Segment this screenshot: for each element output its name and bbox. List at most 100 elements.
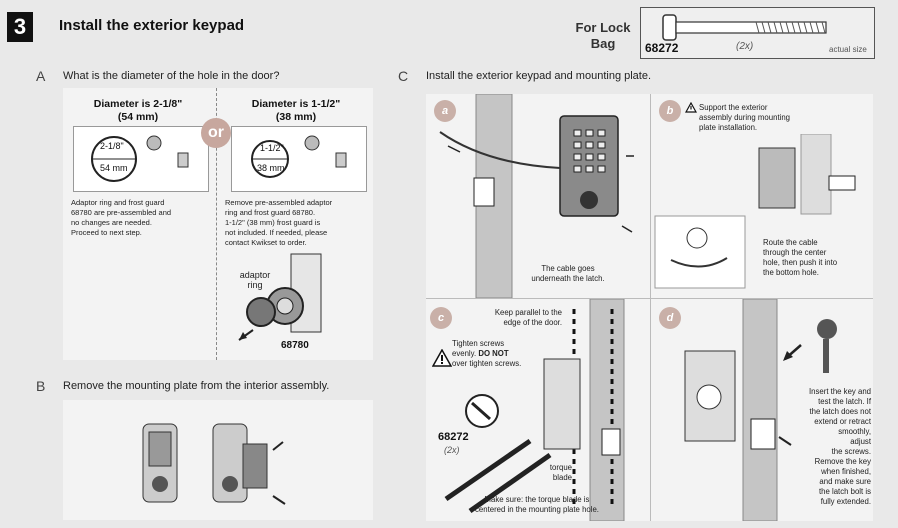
right-heading: Diameter is 1-1/2" (38 mm) <box>221 98 371 124</box>
step-d-line: fully extended. <box>820 497 871 506</box>
tighten-line-1: Tighten screws <box>452 339 505 348</box>
right-note: Remove pre-assembled adaptor ring and fr… <box>225 198 371 248</box>
section-a-letter: A <box>36 68 46 84</box>
right-heading-line-2: (38 mm) <box>275 111 317 123</box>
left-note-line-3: no changes are needed. <box>71 218 152 227</box>
step-b-route-line-2: through the center <box>763 248 827 257</box>
step-c-quantity: (2x) <box>444 445 460 455</box>
step-b-route-line-3: hole, then push it into <box>763 258 838 267</box>
right-dim-mm: 38 mm <box>257 163 285 173</box>
step-d-line: extend or retract <box>814 417 871 426</box>
tighten-line-3: over tighten screws. <box>452 359 522 368</box>
tighten-line-2-text: evenly. <box>452 349 477 358</box>
step-c-tighten-note: Tighten screws evenly. DO NOT over tight… <box>452 339 552 369</box>
adaptor-label-line-2: ring <box>247 280 263 290</box>
step-d-instructions: Insert the key and test the latch. If th… <box>771 387 871 507</box>
key-test-illustration <box>684 299 837 521</box>
step-c-b-panel: b Support the exterior assembly during m… <box>651 94 873 299</box>
step-a-caption: The cable goes underneath the latch. <box>518 264 618 284</box>
door-hole-icon <box>91 135 189 182</box>
step-number: 3 <box>7 12 33 42</box>
step-c-a-panel: a The cable goes underneath the latch. <box>426 94 651 299</box>
section-b-instruction: Remove the mounting plate from the inter… <box>63 380 330 392</box>
warning-icon <box>685 102 697 113</box>
left-note-line-1: Adaptor ring and frost guard <box>71 198 165 207</box>
mounting-plate-route-illustration <box>654 134 856 289</box>
right-door-hole-illustration: 1-1/2" 38 mm <box>231 126 367 192</box>
step-c-part-number: 68272 <box>438 431 469 443</box>
step-b-warning-line-2: assembly during mounting <box>699 113 791 122</box>
step-a-badge: a <box>434 100 456 122</box>
make-sure-line-1: Make sure: the torque blade is <box>484 495 590 504</box>
step-b-badge: b <box>659 100 681 122</box>
step-b-route-line-4: the bottom hole. <box>763 268 819 277</box>
step-b-warning: Support the exterior assembly during mou… <box>699 103 790 133</box>
adaptor-ring-illustration <box>238 253 322 341</box>
step-b-route-line-1: Route the cable <box>763 238 818 247</box>
step-d-line: smoothly, <box>838 427 871 436</box>
make-sure-line-2: centered in the mounting plate hole. <box>475 505 599 514</box>
lock-bag-line-2: Bag <box>590 36 616 51</box>
warning-icon <box>432 349 452 367</box>
left-note-line-2: 68780 are pre-assembled and <box>71 208 172 217</box>
right-note-line-3: 1-1/2" (38 mm) frost guard is <box>225 218 321 227</box>
panel-divider <box>216 88 218 360</box>
step-d-line: and make sure <box>819 477 871 486</box>
step-c-c-panel: c Keep parallel to the edge of the door.… <box>426 299 651 521</box>
tighten-line-2: evenly. DO NOT <box>452 349 552 359</box>
step-d-line: when finished, <box>821 467 871 476</box>
left-dim-mm: 54 mm <box>100 163 128 173</box>
right-note-line-2: ring and frost guard 68780. <box>225 208 316 217</box>
page-title: Install the exterior keypad <box>59 17 245 34</box>
section-b-panel <box>63 400 373 520</box>
step-a-caption-line-2: underneath the latch. <box>531 274 605 283</box>
actual-size-label: actual size <box>829 45 867 54</box>
section-c-letter: C <box>398 68 409 84</box>
step-d-line: the latch bolt is <box>818 487 871 496</box>
right-note-line-1: Remove pre-assembled adaptor <box>225 198 333 207</box>
step-b-route-text: Route the cable through the center hole,… <box>763 238 869 278</box>
torque-line-2: blade <box>552 473 572 482</box>
step-d-line: test the latch. If <box>818 397 871 406</box>
torque-blade-label: torque blade <box>536 463 572 483</box>
step-c-badge: c <box>430 307 452 329</box>
screw-illustration <box>662 14 827 41</box>
right-heading-line-1: Diameter is 1-1/2" <box>251 98 341 110</box>
step-d-line: Remove the key <box>814 457 871 466</box>
left-heading: Diameter is 2-1/8" (54 mm) <box>63 98 213 124</box>
step-c-make-sure: Make sure: the torque blade is centered … <box>462 495 612 515</box>
step-a-caption-line-1: The cable goes <box>541 264 595 273</box>
left-note: Adaptor ring and frost guard 68780 are p… <box>71 198 211 238</box>
parallel-line-2: edge of the door. <box>503 318 562 327</box>
screw-install-illustration <box>444 299 625 521</box>
left-note-line-4: Proceed to next step. <box>71 228 142 237</box>
step-d-line: adjust <box>850 437 871 446</box>
adaptor-part-number: 68780 <box>281 340 309 351</box>
adaptor-label-line-1: adaptor <box>239 270 271 280</box>
step-d-badge: d <box>659 307 681 329</box>
section-a-panel: Diameter is 2-1/8" (54 mm) 2-1/8" 54 mm … <box>63 88 373 360</box>
adaptor-ring-label: adaptor ring <box>235 270 275 290</box>
left-door-hole-illustration: 2-1/8" 54 mm <box>73 126 209 192</box>
keypad-install-illustration <box>439 94 634 298</box>
step-c-parallel-note: Keep parallel to the edge of the door. <box>486 308 562 328</box>
lock-bag-label: For Lock Bag <box>575 20 631 52</box>
mounting-plate-illustration <box>142 423 286 505</box>
section-b-letter: B <box>36 378 46 394</box>
lock-bag-line-1: For Lock <box>575 20 631 35</box>
section-a-question: What is the diameter of the hole in the … <box>63 70 280 82</box>
bolt-part-number: 68272 <box>645 41 679 55</box>
tighten-emphasis: DO NOT <box>478 349 509 358</box>
or-badge: or <box>201 118 231 148</box>
left-dim-inch: 2-1/8" <box>100 141 124 151</box>
bolt-actual-size-box: 68272 (2x) actual size <box>640 7 875 59</box>
section-c-instruction: Install the exterior keypad and mounting… <box>426 70 652 82</box>
step-d-line: Insert the key and <box>809 387 871 396</box>
right-note-line-4: not included. If needed, please <box>225 228 328 237</box>
step-d-line: the screws. <box>831 447 871 456</box>
bolt-quantity: (2x) <box>736 41 754 52</box>
door-hole-icon <box>251 135 347 178</box>
right-dim-inch: 1-1/2" <box>260 143 284 153</box>
right-note-line-5: contact Kwikset to order. <box>225 238 307 247</box>
parallel-line-1: Keep parallel to the <box>494 308 562 317</box>
